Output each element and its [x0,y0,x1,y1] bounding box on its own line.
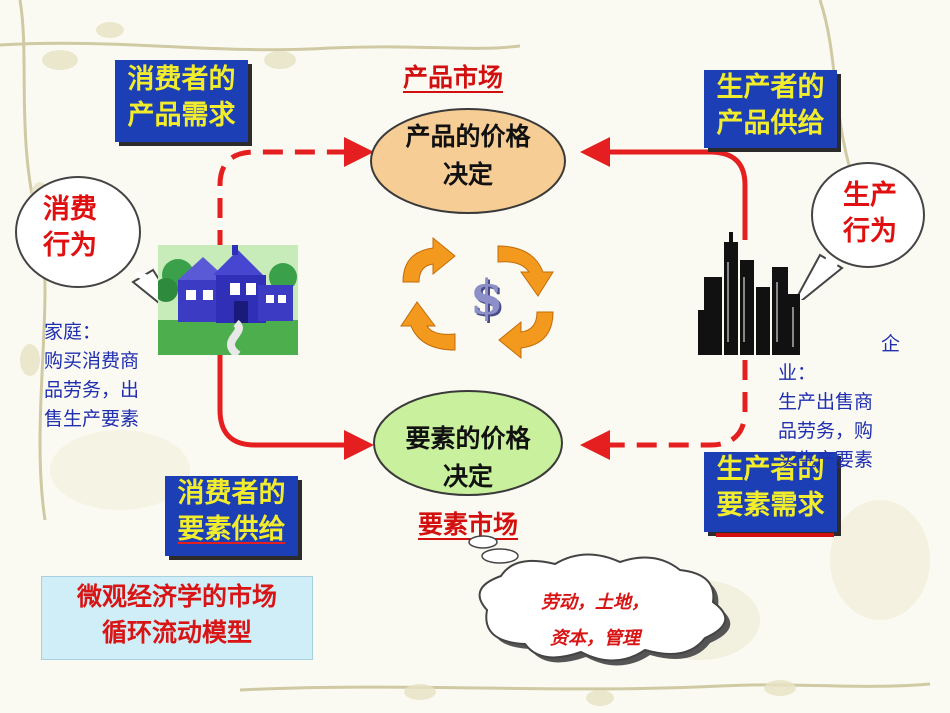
firm-line2: 业： [778,362,817,384]
producer-product-supply-box: 生产者的 产品供给 [704,70,837,148]
product-price-line2: 决定 [442,160,493,189]
consumer-factor-supply-line1: 消费者的 [177,478,286,509]
firm-line1: 企 [880,333,900,355]
factors-cloud-text: 劳动，土地， 资本，管理 [495,585,695,657]
producer-factor-demand-line1: 生产者的 [716,454,825,485]
household-line4: 售生产要素 [44,408,140,430]
consumption-bubble-text: 消费 行为 [18,192,122,264]
firm-description: 企 业： 生产出售商 品劳务，购 买生产要素 [778,330,908,475]
factor-price-label: 要素的价格 决定 [372,420,564,496]
factors-line2: 资本，管理 [550,628,640,649]
model-title-line1: 微观经济学的市场 [76,582,277,611]
cycle-arrows-icon [400,236,554,360]
product-market-oval [370,108,566,214]
consumer-product-demand-line2: 产品需求 [127,100,236,131]
production-bubble-text: 生产 行为 [820,178,920,250]
city-skyline-icon [698,232,800,355]
production-bubble [794,162,925,300]
producer-supply-flow [580,137,748,240]
house-icon [158,245,298,355]
consumer-factor-supply-flow [217,355,374,460]
firm-line4: 品劳务，购 [778,420,874,442]
consumption-line2: 行为 [43,230,97,261]
product-price-line1: 产品的价格 [405,122,531,151]
dollar-icon: $ [470,270,504,326]
producer-factor-demand-flow [580,360,748,460]
producer-factor-demand-box: 生产者的 要素需求 [704,452,837,532]
consumer-product-demand-line1: 消费者的 [127,64,236,95]
consumption-line1: 消费 [43,194,97,225]
producer-factor-demand-line2: 要素需求 [716,490,825,521]
factor-price-line1: 要素的价格 [405,424,531,453]
product-price-label: 产品的价格 决定 [368,118,568,194]
product-market-title: 产品市场 [403,63,504,92]
factor-demand-underline [716,533,834,537]
household-description: 家庭： 购买消费商 品劳务，出 售生产要素 [44,318,194,434]
firm-line3: 生产出售商 [778,391,874,413]
consumer-demand-flow [217,137,374,250]
factor-market-oval [373,390,563,496]
factor-price-line2: 决定 [442,462,493,491]
factors-cloud [468,535,731,666]
producer-product-supply-line1: 生产者的 [716,72,825,103]
consumer-product-demand-box: 消费者的 产品需求 [115,60,248,142]
model-title-box: 微观经济学的市场 循环流动模型 [41,576,313,660]
firm-line5: 买生产要素 [778,449,874,471]
consumer-factor-supply-box: 消费者的 要素供给 [165,476,298,556]
household-line1: 家庭： [44,321,102,343]
household-line3: 品劳务，出 [44,379,140,401]
production-line1: 生产 [843,180,897,211]
household-line2: 购买消费商 [44,350,140,372]
factor-market-title: 要素市场 [418,510,519,539]
factors-line1: 劳动，土地， [541,592,649,613]
production-line2: 行为 [843,216,897,247]
consumer-factor-supply-line2: 要素供给 [177,514,286,545]
producer-product-supply-line2: 产品供给 [716,108,825,139]
model-title-line2: 循环流动模型 [101,618,252,647]
